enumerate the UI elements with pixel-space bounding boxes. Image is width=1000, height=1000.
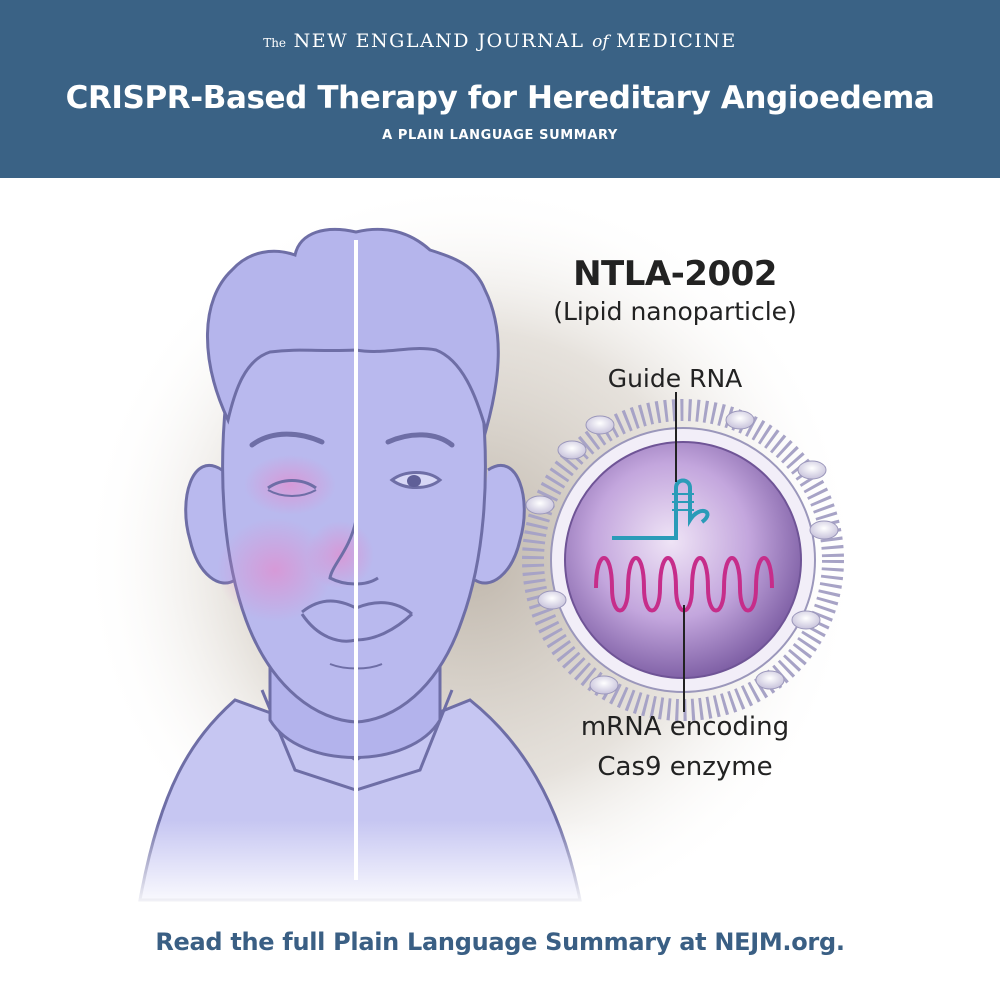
left-eye-lid bbox=[267, 489, 317, 497]
guide-rna-strand bbox=[612, 478, 710, 540]
guide-rna-label: Guide RNA bbox=[607, 364, 743, 393]
surface-protrusion bbox=[755, 670, 785, 690]
mrna-label-line2: Cas9 enzyme bbox=[597, 752, 773, 782]
surface-protrusion bbox=[791, 610, 821, 630]
page-title: CRISPR-Based Therapy for Hereditary Angi… bbox=[65, 80, 935, 116]
journal-name-part2: MEDICINE bbox=[616, 30, 737, 52]
guide-rna-hairpin bbox=[672, 493, 694, 511]
journal-of: of bbox=[592, 32, 609, 52]
mrna-label-line1: mRNA encoding bbox=[580, 712, 790, 742]
right-eye-pupil bbox=[407, 475, 421, 487]
footer-link-text[interactable]: Read the full Plain Language Summary at … bbox=[155, 928, 845, 956]
nose bbox=[328, 519, 379, 586]
lipid-nanoparticle bbox=[522, 392, 844, 721]
header-banner: The NEW ENGLAND JOURNAL of MEDICINE CRIS… bbox=[0, 0, 1000, 178]
surface-protrusion bbox=[797, 460, 827, 480]
swollen-cheek bbox=[217, 518, 333, 622]
surface-protrusion bbox=[585, 415, 615, 435]
journal-masthead: The NEW ENGLAND JOURNAL of MEDICINE bbox=[0, 30, 1000, 52]
lipid-shell-outer bbox=[522, 399, 844, 721]
left-eye-swollen bbox=[267, 479, 317, 490]
right-ear bbox=[474, 463, 526, 585]
page-subtitle: A PLAIN LANGUAGE SUMMARY bbox=[382, 128, 618, 143]
surface-protrusion bbox=[725, 410, 755, 430]
bottom-fade bbox=[120, 820, 600, 908]
surface-protrusion bbox=[589, 675, 619, 695]
illustration bbox=[80, 180, 860, 908]
right-eyebrow bbox=[385, 432, 455, 448]
surface-protrusion bbox=[557, 440, 587, 460]
journal-name-part1: NEW ENGLAND JOURNAL bbox=[293, 30, 585, 52]
hair bbox=[206, 227, 500, 436]
journal-the: The bbox=[263, 36, 287, 50]
surface-protrusion bbox=[809, 520, 839, 540]
surface-protrusion bbox=[537, 590, 567, 610]
surface-protrusion bbox=[525, 495, 555, 515]
left-eyebrow bbox=[249, 431, 325, 448]
drug-type-label: (Lipid nanoparticle) bbox=[553, 297, 797, 326]
drug-name-label: NTLA-2002 bbox=[573, 254, 777, 294]
swollen-eyelid bbox=[244, 455, 336, 515]
